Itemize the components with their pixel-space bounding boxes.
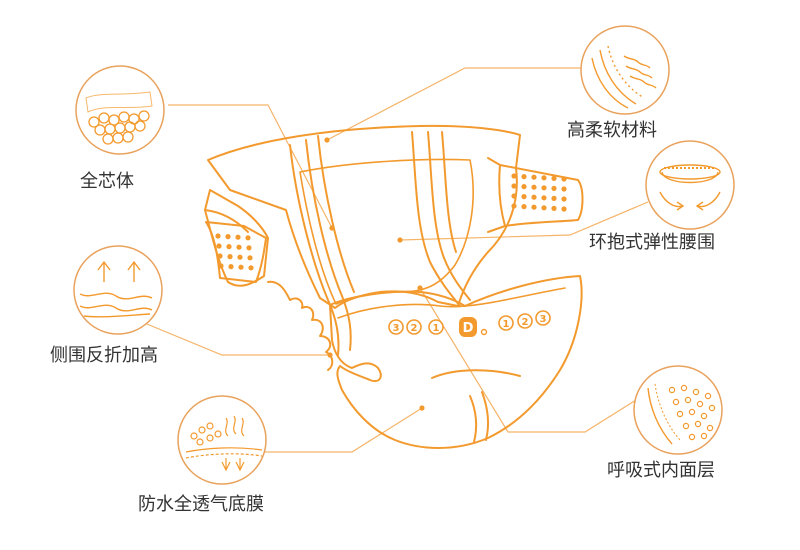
- badge-right-2: 2: [518, 314, 532, 328]
- tape-dot: [541, 185, 546, 190]
- waterproof-film-callout-icon: [178, 396, 266, 484]
- tape-dot: [551, 186, 556, 191]
- tape-dot: [248, 265, 253, 270]
- tape-dot: [511, 193, 516, 198]
- badge-left-2-text: 2: [411, 323, 418, 334]
- tape-dot: [237, 255, 242, 260]
- diaper-inner-pad: [300, 160, 473, 305]
- tape-dot: [218, 263, 223, 268]
- badge-right-3-text: 3: [540, 314, 547, 325]
- label-elastic-waist: 环抱式弹性腰围: [589, 234, 715, 252]
- left-tape-tab: [206, 222, 266, 282]
- tape-dot: [521, 184, 526, 189]
- brand-logo-letter: D: [463, 321, 474, 336]
- badge-right-2-text: 2: [522, 317, 529, 328]
- indicator-badges: 3 2 1 D 1 2 3: [389, 311, 550, 337]
- dot-guard: [327, 352, 332, 357]
- right-tape-base: [488, 158, 505, 232]
- label-breathable-inner: 呼吸式内面层: [607, 462, 715, 480]
- tape-dot: [511, 173, 516, 178]
- dot-waist: [397, 237, 402, 242]
- right-tape-dots: [511, 173, 566, 211]
- badge-right-1-text: 1: [503, 319, 510, 330]
- tape-dot: [246, 245, 251, 250]
- tape-dot: [216, 243, 221, 248]
- tape-dot: [561, 206, 566, 211]
- tape-dot: [225, 234, 230, 239]
- tape-dot: [551, 176, 556, 181]
- diaper-front-panel: [330, 276, 582, 448]
- dot-film: [419, 405, 424, 410]
- tape-dot: [511, 183, 516, 188]
- front-smile-curve: [432, 370, 520, 378]
- leader-guard: [142, 322, 330, 355]
- badge-right-3: 3: [536, 311, 550, 325]
- dot-core: [329, 225, 334, 230]
- tape-dot: [541, 175, 546, 180]
- tape-dot: [531, 205, 536, 210]
- badge-left-3: 3: [389, 320, 403, 334]
- label-raised-side-guard: 侧围反折加高: [50, 347, 158, 365]
- tape-dot: [561, 176, 566, 181]
- tape-dot: [226, 244, 231, 249]
- tape-dot: [247, 255, 252, 260]
- tape-dot: [236, 245, 241, 250]
- badge-left-1-text: 1: [433, 323, 440, 334]
- tape-dot: [511, 203, 516, 208]
- tape-dot: [228, 264, 233, 269]
- leader-film: [248, 408, 422, 452]
- tape-dot: [521, 174, 526, 179]
- tape-dot: [531, 195, 536, 200]
- tape-dot: [521, 194, 526, 199]
- badge-left-2: 2: [407, 320, 421, 334]
- tape-dot: [541, 195, 546, 200]
- leader-dots: [324, 137, 424, 410]
- left-guard-stripe-3: [318, 136, 354, 292]
- badge-right-1: 1: [499, 316, 513, 330]
- tape-dot: [521, 204, 526, 209]
- tape-dot: [531, 185, 536, 190]
- dot-breath: [417, 285, 422, 290]
- label-core: 全芯体: [80, 173, 134, 191]
- badge-left-3-text: 3: [393, 323, 400, 334]
- label-waterproof-film: 防水全透气底膜: [138, 496, 264, 514]
- tape-dot: [227, 254, 232, 259]
- tape-dot: [215, 233, 220, 238]
- label-soft-material: 高柔软材料: [567, 122, 657, 140]
- tape-dot: [551, 206, 556, 211]
- tape-dot: [235, 235, 240, 240]
- left-leg-ruffle: [268, 282, 332, 370]
- left-tape-dots: [215, 233, 253, 270]
- soft-material-callout-icon: [581, 26, 669, 114]
- tape-dot: [245, 235, 250, 240]
- front-leg-stripe-2: [482, 392, 488, 440]
- tape-dot: [551, 196, 556, 201]
- tape-dot: [217, 253, 222, 258]
- front-leg-stripe-1: [470, 396, 476, 442]
- right-guard-stripe-3: [442, 132, 456, 252]
- tape-dot: [238, 265, 243, 270]
- core-callout-icon: [76, 66, 164, 154]
- elastic-waist-callout-icon: [646, 141, 734, 229]
- badge-left-1: 1: [429, 320, 443, 334]
- tape-dot: [561, 186, 566, 191]
- breathable-inner-callout-icon: [634, 366, 722, 454]
- tape-dot: [561, 196, 566, 201]
- dot-soft: [324, 137, 329, 142]
- brand-logo: D: [459, 317, 487, 337]
- side-guard-callout-icon: [74, 246, 162, 334]
- diaper-illustration: [205, 126, 583, 448]
- left-wing-fold: [205, 210, 248, 232]
- tape-dot: [531, 175, 536, 180]
- tape-dot: [541, 205, 546, 210]
